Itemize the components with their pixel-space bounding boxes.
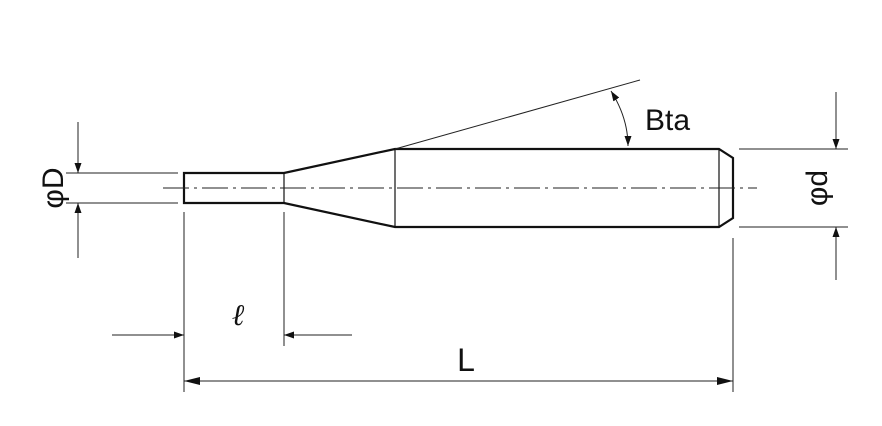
tip-diameter-dimension [66,122,178,258]
taper-angle-dimension [394,79,641,150]
tip-length-dimension [112,212,352,392]
overall-length-label: L [457,342,475,378]
tip-length-label: ℓ [232,299,245,332]
shank-diameter-dimension [739,92,848,280]
angle-arc [610,90,632,147]
shank-diameter-label: φd [801,170,834,206]
taper-angle-label: Bta [645,104,690,137]
tip-diameter-label: φD [37,167,70,208]
overall-length-dimension [184,238,734,392]
tool-outline [182,147,735,229]
taper-extension-line [394,79,641,150]
